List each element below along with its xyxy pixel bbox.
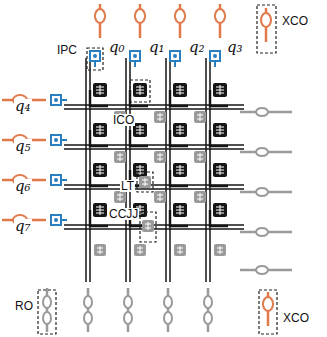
qubit-label: q₃ (226, 40, 244, 55)
callout-label: XCO (282, 312, 310, 324)
qubit-label: q₄ (14, 99, 32, 114)
callout-label: LT (120, 180, 135, 192)
qubit-label: q₇ (14, 219, 32, 234)
qubit-label: q₁ (148, 40, 166, 55)
qubit-label: q₅ (14, 139, 32, 154)
callout-label: CCJJ (108, 208, 139, 220)
callout-label: ICO (112, 114, 135, 126)
qubit-label: q₂ (188, 40, 206, 55)
qubit-label: q₀ (108, 40, 126, 55)
qubit-label: q₆ (14, 179, 32, 194)
callout-label: XCO (281, 15, 309, 27)
callout-label: IPC (56, 44, 78, 56)
callout-label: RO (14, 300, 34, 312)
